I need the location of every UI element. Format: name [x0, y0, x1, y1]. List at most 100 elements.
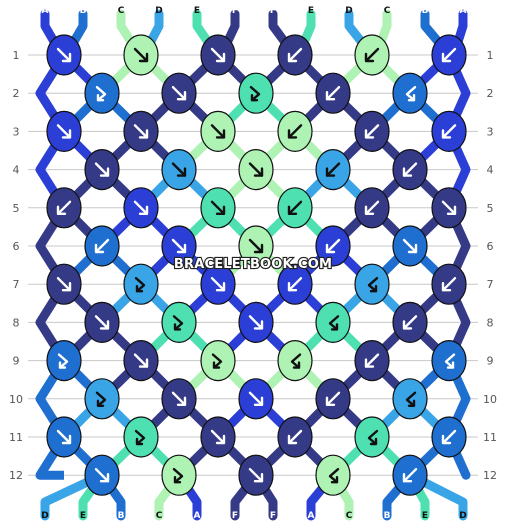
forward-backward-knot-arrow-icon — [328, 315, 340, 331]
backward-knot-arrow-icon — [287, 47, 303, 63]
strand-label-bottom: B — [384, 511, 391, 521]
backward-knot-arrow-icon — [325, 162, 341, 177]
knot-oval — [161, 454, 197, 496]
forward-backward-knot-arrow-icon — [57, 353, 69, 369]
knot — [392, 378, 428, 420]
strand-label-top: A — [460, 6, 467, 16]
knot-oval — [392, 72, 428, 114]
forward-backward-knot-arrow-icon — [405, 391, 417, 407]
strand-top — [344, 9, 369, 50]
backward-knot-arrow-icon — [441, 277, 457, 292]
forward-knot-arrow-icon — [248, 391, 264, 406]
knot — [161, 149, 197, 191]
knot — [431, 187, 467, 229]
forward-knot-arrow-icon — [171, 391, 187, 406]
backward-knot-arrow-icon — [94, 238, 110, 254]
knot — [354, 340, 390, 382]
knot — [46, 263, 82, 305]
row-label-right: 7 — [487, 278, 494, 291]
forward-knot-arrow-icon — [402, 238, 418, 254]
backward-knot-arrow-icon — [402, 315, 418, 330]
knot — [200, 110, 236, 152]
row-label-left: 3 — [13, 125, 20, 138]
strand-label-top: A — [42, 6, 49, 16]
row-label-left: 6 — [13, 240, 20, 253]
forward-backward-knot-arrow-icon — [290, 353, 302, 369]
strand-top — [116, 9, 138, 50]
forward-knot-arrow-icon — [248, 238, 264, 254]
knot — [315, 149, 351, 191]
watermark-text: BRACELETBOOK.COM — [174, 257, 332, 272]
forward-knot-arrow-icon — [210, 429, 226, 445]
forward-backward-knot-arrow-icon — [328, 468, 340, 484]
forward-backward-knot-arrow-icon — [444, 353, 456, 369]
knot-oval — [200, 340, 236, 382]
backward-knot-arrow-icon — [56, 200, 72, 215]
knot — [161, 301, 197, 343]
backward-knot-arrow-icon — [287, 277, 303, 292]
row-label-left: 12 — [9, 469, 23, 482]
knot — [161, 72, 197, 114]
backward-knot-arrow-icon — [325, 86, 341, 101]
forward-knot-arrow-icon — [248, 315, 264, 330]
knot — [277, 187, 313, 229]
knot-oval — [392, 378, 428, 420]
knot — [123, 34, 159, 76]
knot — [200, 263, 236, 305]
strand-label-top: B — [80, 6, 87, 16]
forward-knot-arrow-icon — [56, 47, 72, 63]
forward-knot-arrow-icon — [133, 353, 149, 368]
row-label-right: 4 — [487, 164, 494, 177]
knot — [161, 378, 197, 420]
backward-knot-arrow-icon — [402, 162, 418, 177]
forward-knot-arrow-icon — [94, 315, 110, 330]
forward-knot-arrow-icon — [133, 124, 149, 139]
backward-knot-arrow-icon — [364, 200, 380, 215]
knot — [354, 110, 390, 152]
knot — [392, 301, 428, 343]
row-label-right: 12 — [483, 469, 497, 482]
forward-backward-knot-arrow-icon — [134, 429, 146, 446]
backward-knot-arrow-icon — [364, 353, 380, 368]
strand-top — [221, 9, 240, 50]
row-label-right: 11 — [483, 431, 497, 444]
knot — [161, 225, 197, 267]
knot — [354, 34, 390, 76]
forward-backward-knot-arrow-icon — [134, 277, 146, 293]
knot — [431, 110, 467, 152]
forward-backward-knot-arrow-icon — [95, 391, 107, 407]
knot — [84, 378, 120, 420]
knot — [84, 301, 120, 343]
strand-label-top: E — [194, 6, 200, 16]
forward-knot-arrow-icon — [94, 162, 110, 177]
forward-knot-arrow-icon — [210, 124, 226, 139]
backward-knot-arrow-icon — [325, 391, 341, 406]
forward-knot-arrow-icon — [133, 47, 149, 63]
backward-knot-arrow-icon — [287, 429, 303, 445]
knot — [84, 454, 120, 496]
knot — [277, 340, 313, 382]
knot — [46, 416, 82, 458]
forward-knot-arrow-icon — [441, 200, 457, 215]
strand-label-top: B — [422, 6, 429, 16]
strand-label-bottom: E — [422, 511, 428, 521]
forward-knot-arrow-icon — [56, 277, 72, 292]
strand-top — [268, 9, 292, 50]
row-label-left: 8 — [13, 316, 20, 329]
knot — [315, 454, 351, 496]
knot-oval — [277, 340, 313, 382]
backward-knot-arrow-icon — [287, 200, 303, 215]
knot-grid — [46, 34, 467, 496]
strand-label-bottom: F — [270, 511, 276, 521]
row-label-left: 9 — [13, 355, 20, 368]
knot — [238, 378, 274, 420]
knot — [46, 340, 82, 382]
knot — [392, 149, 428, 191]
knot-oval — [46, 340, 82, 382]
forward-knot-arrow-icon — [56, 429, 72, 445]
knot-oval — [161, 301, 197, 343]
knot — [315, 225, 351, 267]
forward-knot-arrow-icon — [210, 200, 226, 215]
knot — [277, 34, 313, 76]
row-label-left: 7 — [13, 278, 20, 291]
